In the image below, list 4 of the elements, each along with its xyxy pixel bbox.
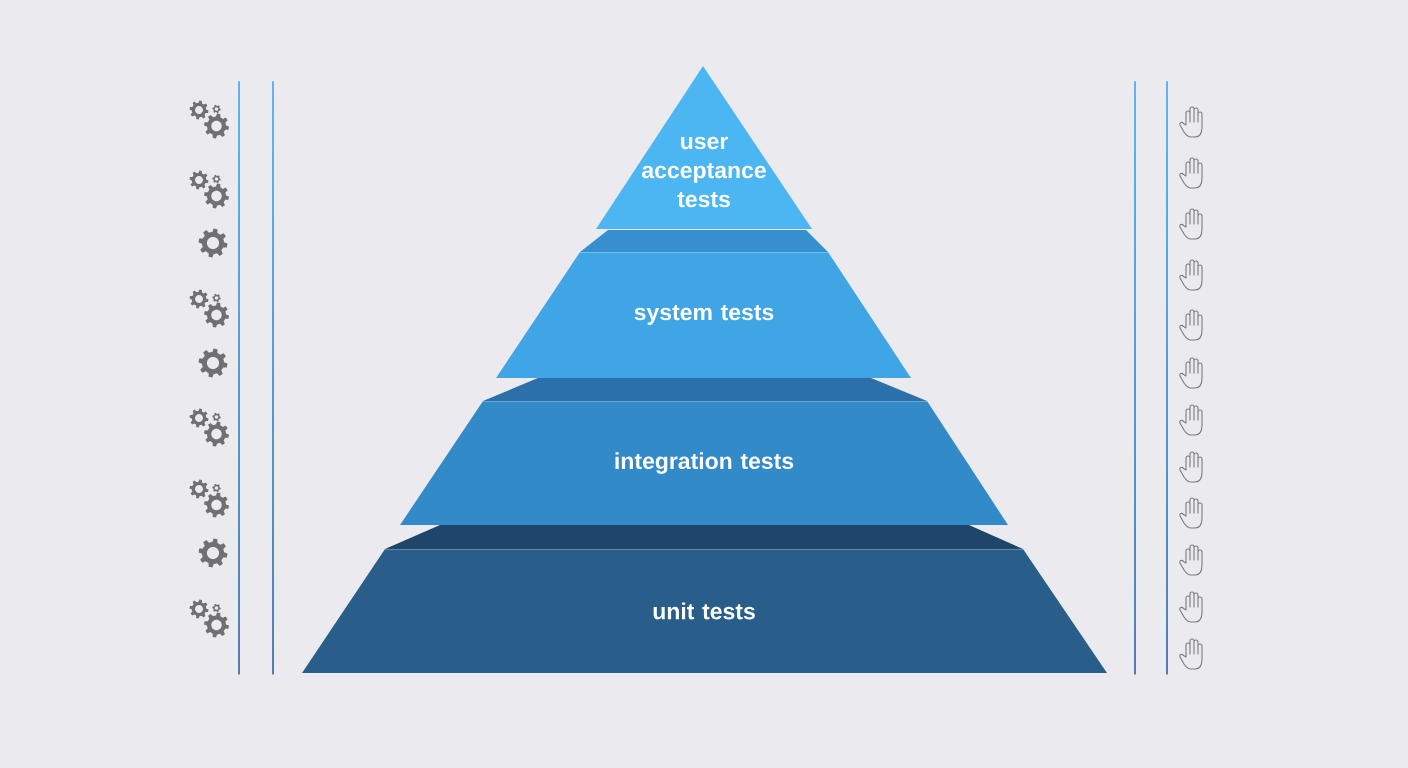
pyramid-tier: system tests bbox=[496, 230, 911, 378]
pyramid-tier: unit tests bbox=[302, 525, 1107, 673]
pyramid-tier: integration tests bbox=[400, 378, 1008, 525]
pyramid-tier: user acceptance tests bbox=[596, 66, 812, 229]
